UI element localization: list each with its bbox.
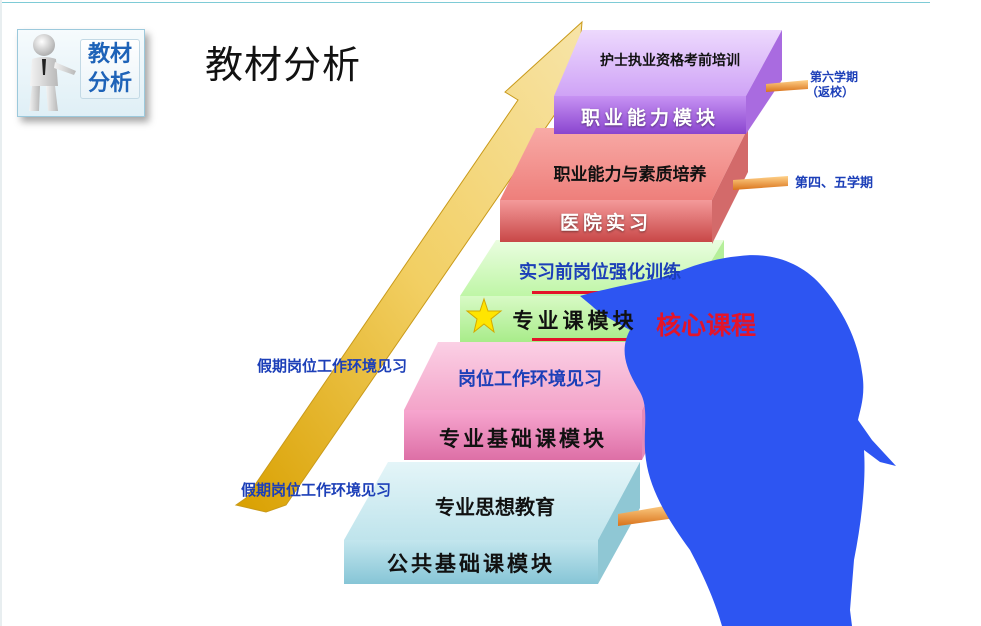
step-3-front-label: 专业课模块: [512, 309, 638, 333]
step-4-block: [500, 128, 748, 244]
core-course-label: 核心课程: [656, 311, 757, 340]
return-school-note: （返校）: [806, 85, 855, 99]
silhouette-overlay: [580, 255, 896, 626]
step-4-top-label: 职业能力与素质培养: [553, 165, 707, 185]
core-underline-bottom: [532, 338, 676, 341]
presenter-figure-icon: [29, 34, 76, 111]
step-2-top-label: 岗位工作环境见习: [458, 369, 602, 390]
badge-label: 教材 分析: [80, 39, 140, 99]
step-1-top-label: 专业思想教育: [435, 495, 555, 519]
step-2-front-label: 专业基础课模块: [439, 427, 607, 451]
step-5-top-label: 护士执业资格考前培训: [600, 53, 740, 69]
step-4-front-label: 医院实习: [559, 212, 652, 234]
badge-line-1: 教材: [87, 42, 132, 67]
left-divider-line: [0, 0, 2, 626]
holiday-note-upper: 假期岗位工作环境见习: [257, 357, 408, 375]
semester-4-5-note: 第四、五学期: [795, 176, 874, 191]
section-badge: 教材 分析: [17, 29, 145, 117]
holiday-note-lower: 假期岗位工作环境见习: [241, 481, 392, 499]
step-3-top-label: 实习前岗位强化训练: [519, 262, 681, 283]
step-5-front-label: 职业能力模块: [580, 107, 719, 129]
star-icon: [465, 297, 503, 334]
connector-peg-middle: [733, 176, 788, 190]
top-divider-line: [0, 2, 930, 3]
semester-6-note: 第六学期: [810, 70, 859, 84]
step-5-block: [554, 30, 782, 134]
step-1-front-label: 公共基础课模块: [387, 552, 555, 576]
page-title: 教材分析: [205, 43, 362, 87]
badge-line-2: 分析: [87, 71, 132, 96]
connector-peg-upper: [766, 80, 808, 92]
step-1-block: [344, 462, 640, 584]
connector-peg-lower: [618, 504, 676, 526]
